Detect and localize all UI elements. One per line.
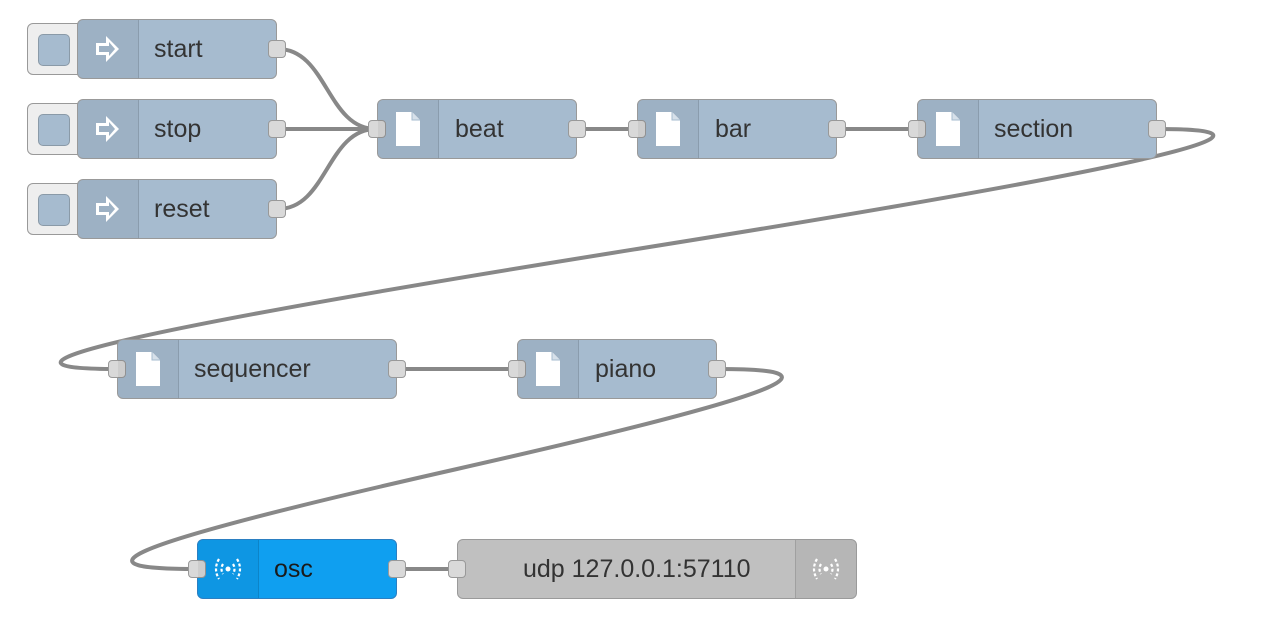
input-port[interactable] — [368, 120, 386, 138]
input-port[interactable] — [188, 560, 206, 578]
wire-start-beat[interactable] — [276, 47, 378, 131]
output-port[interactable] — [388, 360, 406, 378]
wireless-icon — [198, 540, 259, 598]
file-icon — [918, 100, 979, 158]
wire-section-sequencer[interactable] — [58, 127, 1216, 371]
udp-out-node[interactable]: udp 127.0.0.1:57110 — [448, 539, 857, 599]
input-port[interactable] — [908, 120, 926, 138]
function-node-beat[interactable]: beat — [368, 99, 586, 159]
node-label: udp 127.0.0.1:57110 — [523, 554, 751, 583]
inject-node-stop[interactable]: stop — [77, 99, 286, 159]
file-icon — [518, 340, 579, 398]
function-node-section[interactable]: section — [908, 99, 1166, 159]
node-label: stop — [154, 114, 202, 143]
file-icon — [378, 100, 439, 158]
node-label: start — [154, 34, 203, 63]
wire-reset-beat[interactable] — [276, 127, 378, 211]
arrow-in-icon — [78, 100, 139, 158]
output-port[interactable] — [568, 120, 586, 138]
input-port[interactable] — [448, 560, 466, 578]
output-port[interactable] — [268, 40, 286, 58]
arrow-in-icon — [78, 180, 139, 238]
input-port[interactable] — [628, 120, 646, 138]
osc-node[interactable]: osc — [188, 539, 406, 599]
node-label: osc — [274, 554, 313, 583]
output-port[interactable] — [268, 120, 286, 138]
inject-node-reset[interactable]: reset — [77, 179, 286, 239]
output-port[interactable] — [828, 120, 846, 138]
reset-trigger-button[interactable] — [27, 183, 83, 235]
node-label: beat — [455, 114, 504, 143]
wireless-icon — [795, 540, 856, 598]
output-port[interactable] — [1148, 120, 1166, 138]
inject-node-start[interactable]: start — [77, 19, 286, 79]
input-port[interactable] — [508, 360, 526, 378]
function-node-piano[interactable]: piano — [508, 339, 726, 399]
node-label: reset — [154, 194, 210, 223]
file-icon — [118, 340, 179, 398]
arrow-in-icon — [78, 20, 139, 78]
file-icon — [638, 100, 699, 158]
output-port[interactable] — [708, 360, 726, 378]
function-node-bar[interactable]: bar — [628, 99, 846, 159]
function-node-sequencer[interactable]: sequencer — [108, 339, 406, 399]
output-port[interactable] — [268, 200, 286, 218]
node-label: piano — [595, 354, 657, 383]
stop-trigger-button[interactable] — [27, 103, 83, 155]
start-trigger-button[interactable] — [27, 23, 83, 75]
output-port[interactable] — [388, 560, 406, 578]
node-label: section — [994, 114, 1074, 143]
input-port[interactable] — [108, 360, 126, 378]
node-label: bar — [715, 114, 752, 143]
node-label: sequencer — [194, 354, 311, 383]
